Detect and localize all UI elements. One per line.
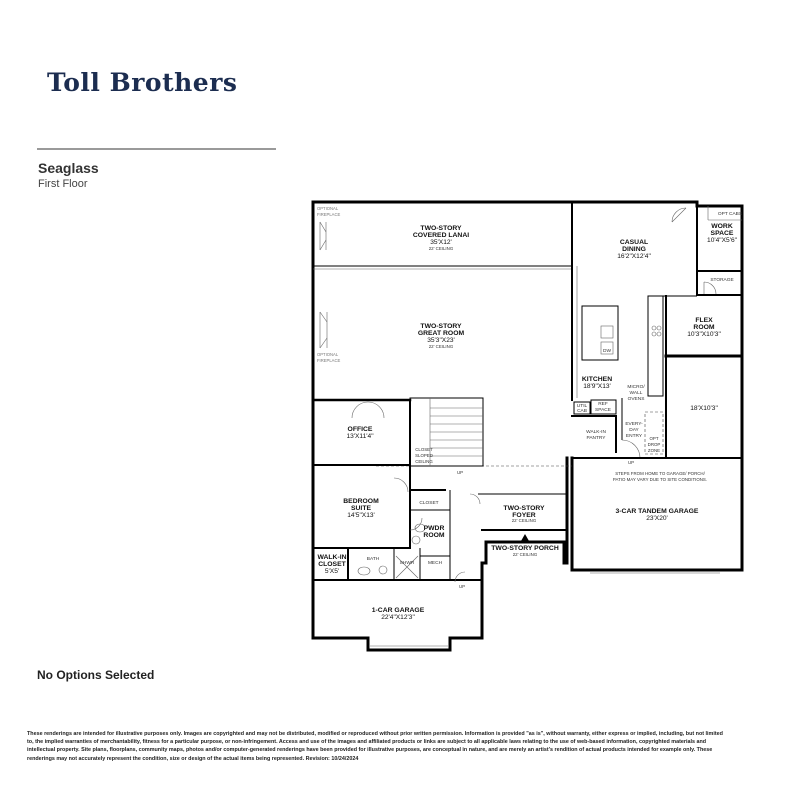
- office-dims: 13'X11'4": [346, 433, 374, 440]
- options-status: No Options Selected: [37, 668, 155, 682]
- drop-zone-3: ZONE: [648, 448, 660, 453]
- great-room-name-2: GREAT ROOM: [418, 330, 465, 337]
- mech-name: MECH: [428, 560, 443, 566]
- car1-garage-name: 1-CAR GARAGE: [372, 607, 425, 614]
- ref-space-2: SPACE: [595, 407, 611, 413]
- tandem-garage-dims: 23'X20': [646, 515, 668, 522]
- bedroom-name-1: BEDROOM: [343, 498, 379, 505]
- office-stairs: OFFICE 13'X11'4" CLOSET SLOPED CEILING U…: [312, 397, 484, 475]
- pantry-1: WALK-IN: [586, 429, 606, 435]
- dishwasher-label: DW: [603, 348, 611, 354]
- garage-extra-dims: 18'X10'3": [690, 405, 718, 412]
- porch-name: TWO-STORY PORCH: [491, 545, 559, 552]
- micro-wall-2: WALL: [630, 390, 643, 396]
- lanai-dims: 35'X12': [430, 239, 452, 246]
- flex-room-name-1: FLEX: [695, 317, 713, 324]
- work-space-name-1: WORK: [711, 223, 733, 230]
- closet-name: CLOSET: [419, 500, 438, 506]
- walk-in-closet-name-2: CLOSET: [318, 561, 346, 568]
- bedroom-suite: BEDROOM SUITE 14'5"X13' CLOSET PWDR ROOM…: [312, 465, 483, 581]
- legal-disclaimer: These renderings are intended for illust…: [27, 731, 723, 762]
- drop-zone-1: OPT: [649, 436, 658, 441]
- car1-garage-dims: 22'4"X12'3": [381, 614, 415, 621]
- lanai-fireplace-opt-1: OPTIONAL: [317, 206, 339, 211]
- flex-room-name-2: ROOM: [693, 324, 714, 331]
- garage-note-2: PATIO MAY VARY DUE TO SITE CONDITIONS.: [613, 477, 707, 482]
- walk-in-closet-dims: 5'X5': [325, 568, 339, 575]
- plan-name: Seaglass: [38, 160, 99, 176]
- ref-space-1: REF: [598, 401, 608, 407]
- casual-dining-name-2: DINING: [622, 246, 646, 253]
- pantry-2: PANTRY: [586, 435, 606, 441]
- kitchen-name: KITCHEN: [582, 376, 612, 383]
- util-cab-1: UTIL: [577, 403, 588, 409]
- east-wing: CASUAL DINING 16'2"X12'4" OPT CABS WORK …: [617, 205, 743, 459]
- lanai-room: OPTIONAL FIREPLACE TWO-STORY COVERED LAN…: [313, 201, 573, 401]
- great-fireplace-opt-2: FIREPLACE: [317, 358, 340, 363]
- great-room-dims: 35'3"X23': [427, 337, 455, 344]
- garage-note-1: STEPS FROM HOME TO GARAGE/ PORCH/: [615, 471, 705, 476]
- util-cab-2: CAB: [577, 408, 587, 414]
- lanai-name-2: COVERED LANAI: [413, 232, 469, 239]
- micro-wall-3: OVENS: [628, 396, 645, 402]
- bath-name: BATH: [367, 556, 380, 562]
- foyer-porch: TWO-STORY FOYER 22' CEILING TWO-STORY PO…: [454, 493, 568, 589]
- shwr-name: SHWR: [400, 560, 415, 566]
- work-space-opt: OPT CABS: [718, 211, 742, 217]
- porch-ceiling: 22' CEILING: [513, 552, 538, 557]
- bedroom-name-2: SUITE: [351, 505, 371, 512]
- up-porch: UP: [459, 584, 465, 589]
- tandem-garage: 18'X10'3" STEPS FROM HOME TO GARAGE/ POR…: [376, 405, 743, 574]
- bedroom-dims: 14'5"X13': [347, 512, 375, 519]
- everyday-entry-1: EVERY-: [625, 421, 643, 427]
- great-room: OPTIONAL FIREPLACE TWO-STORY GREAT ROOM …: [311, 311, 483, 402]
- foyer-ceiling: 22' CEILING: [512, 518, 537, 523]
- everyday-entry-2: DAY: [629, 427, 639, 433]
- foyer-name-1: TWO-STORY: [503, 505, 545, 512]
- flex-room-dims: 10'3"X10'3": [687, 331, 721, 338]
- micro-wall-1: MICRO/: [627, 384, 645, 390]
- great-room-name-1: TWO-STORY: [420, 323, 462, 330]
- foyer-name-2: FOYER: [512, 512, 536, 519]
- everyday-entry-3: ENTRY: [626, 433, 643, 439]
- closet-sloped-3: CEILING: [415, 459, 433, 464]
- one-car-garage: 1-CAR GARAGE 22'4"X12'3": [370, 607, 448, 647]
- up-kitchen: UP: [628, 460, 634, 465]
- lanai-name-1: TWO-STORY: [420, 225, 462, 232]
- floor-name: First Floor: [38, 178, 88, 190]
- kitchen: DW KITCHEN 18'9"X13' MICRO/ WALL OVENS U…: [571, 266, 664, 465]
- kitchen-dims: 18'9"X13': [583, 383, 611, 390]
- closet-sloped-2: SLOPED: [415, 453, 433, 458]
- lanai-fireplace-opt-2: FIREPLACE: [317, 212, 340, 217]
- up-stairs: UP: [457, 470, 463, 475]
- casual-dining-name-1: CASUAL: [620, 239, 648, 246]
- storage-name: STORAGE: [710, 277, 733, 283]
- tandem-garage-name: 3-CAR TANDEM GARAGE: [616, 508, 699, 515]
- pwdr-name-2: ROOM: [423, 532, 444, 539]
- pwdr-name-1: PWDR: [424, 525, 445, 532]
- great-room-ceiling: 22' CEILING: [429, 344, 454, 349]
- great-fireplace-opt-1: OPTIONAL: [317, 352, 339, 357]
- casual-dining-dims: 16'2"X12'4": [617, 253, 651, 260]
- office-name: OFFICE: [348, 426, 373, 433]
- work-space-dims: 10'4"X5'6": [707, 237, 738, 244]
- porch-entry-arrow: [521, 534, 529, 541]
- toll-brothers-logo: Toll Brothers: [47, 68, 238, 97]
- header-divider: [37, 148, 276, 150]
- lanai-ceiling: 22' CEILING: [429, 246, 454, 251]
- walk-in-closet-name-1: WALK-IN: [317, 554, 346, 561]
- outer-walls: [311, 200, 744, 652]
- work-space-name-2: SPACE: [711, 230, 734, 237]
- closet-sloped-1: CLOSET: [415, 447, 433, 452]
- drop-zone-2: DROP: [648, 442, 661, 447]
